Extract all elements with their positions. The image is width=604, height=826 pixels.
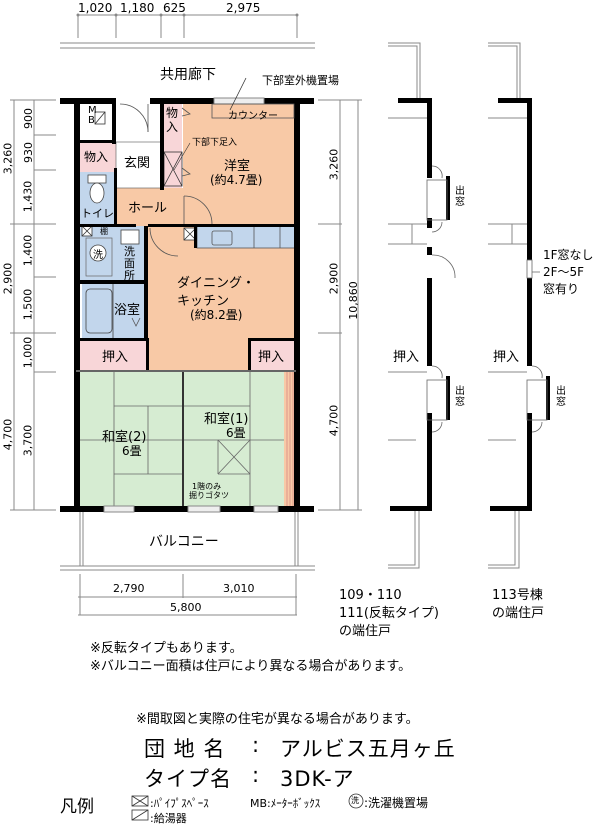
western-room-size: (約4.7畳) (210, 173, 263, 187)
top-dimension-3: 625 (163, 1, 186, 15)
right-total: 10,860 (346, 281, 360, 320)
variant-left-caption-1: 109・110 (339, 588, 402, 603)
balcony-label: バルコニー (149, 534, 219, 550)
variant-right-drawing (488, 42, 550, 569)
type-name-separator: : (252, 763, 261, 787)
washitsu-1-size: 6畳 (226, 426, 246, 440)
closet-left-label: 押入 (102, 350, 129, 365)
top-dimension-lines (60, 14, 315, 49)
bottom-dim-1: 2,790 (113, 582, 145, 595)
legend-washer: :洗濯機置場 (364, 796, 429, 810)
left-dim-inner-3: 1,430 (21, 180, 35, 213)
storage-2-label: 物入 (166, 106, 179, 134)
top-dimension-2: 1,180 (120, 1, 155, 15)
left-dim-outer-1: 3,260 (1, 142, 15, 175)
washitsu-2-size: 6畳 (122, 444, 142, 458)
variant-left-drawing (388, 42, 456, 569)
left-dim-inner-4: 1,400 (21, 234, 35, 267)
storage-1 (80, 142, 116, 172)
toilet-label: トイレ (81, 207, 114, 220)
dk-label-1: ダイニング・ (177, 276, 256, 291)
top-dimension-1: 1,020 (78, 1, 113, 15)
closet-right-label: 押入 (258, 350, 285, 365)
window-note-1: 1F窓なし (543, 248, 594, 262)
hall (116, 188, 184, 226)
western-room-label: 洋室 (224, 159, 251, 174)
hall-label: ホール (128, 201, 168, 216)
left-dim-inner-1: 900 (22, 108, 35, 129)
variant-left-closet: 押入 (393, 350, 420, 365)
right-dim-3: 4,700 (327, 404, 341, 437)
estate-name-label: 団 地 名 (144, 737, 226, 761)
type-name-value: 3DK-ア (280, 767, 355, 791)
entrance-label: 玄関 (124, 156, 151, 171)
closet-right (250, 340, 294, 370)
balcony-outline (60, 512, 315, 571)
variant-left-bay-window-2: 出窓 (455, 386, 465, 408)
dk-label-2: キッチン (177, 294, 230, 309)
window-note-2: 2F～5F (543, 265, 585, 279)
under-storage-label: 下部下足入 (192, 138, 238, 148)
variant-right-caption-1: 113号棟 (492, 588, 543, 603)
washroom-label: 洗面所 (124, 245, 135, 282)
variant-left-caption-2: 111(反転タイプ) (339, 606, 439, 621)
washitsu-1-label: 和室(1) (204, 412, 249, 427)
bottom-total: 5,800 (170, 601, 202, 614)
left-dim-outer-3: 4,700 (1, 418, 15, 451)
western-room (183, 100, 295, 226)
mb-label: MB (88, 105, 97, 126)
dk-size: (約8.2畳) (190, 308, 243, 322)
legend-title: 凡例 (60, 797, 94, 817)
left-dim-inner-6: 1,000 (21, 336, 35, 369)
left-dim-inner-2: 930 (22, 142, 35, 163)
note-reverse-type: ※反転タイプもあります。 (90, 641, 243, 656)
left-dim-outer-2: 2,900 (1, 262, 15, 295)
storage-2 (164, 104, 182, 188)
legend-washer-symbol: 洗 (351, 796, 359, 805)
storage-1-label: 物入 (84, 150, 109, 164)
kotatsu-note-2: 掘りゴタツ (189, 491, 229, 500)
kotatsu-note-1: 1階のみ (192, 482, 222, 491)
estate-name-value: アルビス五月ヶ丘 (280, 737, 456, 761)
note-disclaimer: ※間取図と実際の住宅が異なる場合があります。 (136, 712, 419, 727)
legend-pipe-space: :ﾊﾟｲﾌﾟｽﾍﾟｰｽ (150, 797, 209, 810)
legend-water-heater: :給湯器 (150, 812, 187, 825)
bottom-dim-2: 3,010 (223, 582, 255, 595)
corridor-label: 共用廊下 (160, 67, 216, 83)
legend-icons (131, 793, 364, 821)
window-note-3: 窓有り (543, 282, 580, 296)
variant-right-bay-window: 出窓 (556, 386, 566, 408)
variant-right-caption-2: の端住戸 (492, 606, 545, 621)
left-dim-inner-7: 3,700 (21, 424, 35, 457)
right-dim-1: 3,260 (327, 148, 341, 181)
variant-left-caption-3: の端住戸 (339, 624, 392, 639)
top-dimension-4: 2,975 (226, 1, 261, 15)
left-dim-inner-5: 1,500 (21, 288, 35, 321)
shelf-label: 棚 (100, 227, 108, 236)
type-name-label: タイプ名 (144, 767, 232, 791)
variant-right-closet: 押入 (493, 350, 520, 365)
counter-label: カウンター (228, 111, 278, 122)
washer-label: 洗 (93, 250, 103, 261)
note-balcony-area: ※バルコニー面積は住戸により異なる場合があります。 (90, 659, 412, 674)
bath-label: 浴室 (114, 303, 141, 318)
closet-left (80, 340, 146, 370)
variant-left-bay-window-1: 出窓 (455, 186, 465, 208)
washitsu-2-label: 和室(2) (102, 430, 147, 445)
walls (60, 98, 314, 512)
right-dim-2: 2,900 (327, 262, 341, 295)
outdoor-unit-label: 下部室外機置場 (262, 74, 339, 87)
legend-meter-box: MB:ﾒｰﾀｰﾎﾞｯｸｽ (250, 797, 321, 810)
estate-name-separator: : (252, 733, 261, 757)
